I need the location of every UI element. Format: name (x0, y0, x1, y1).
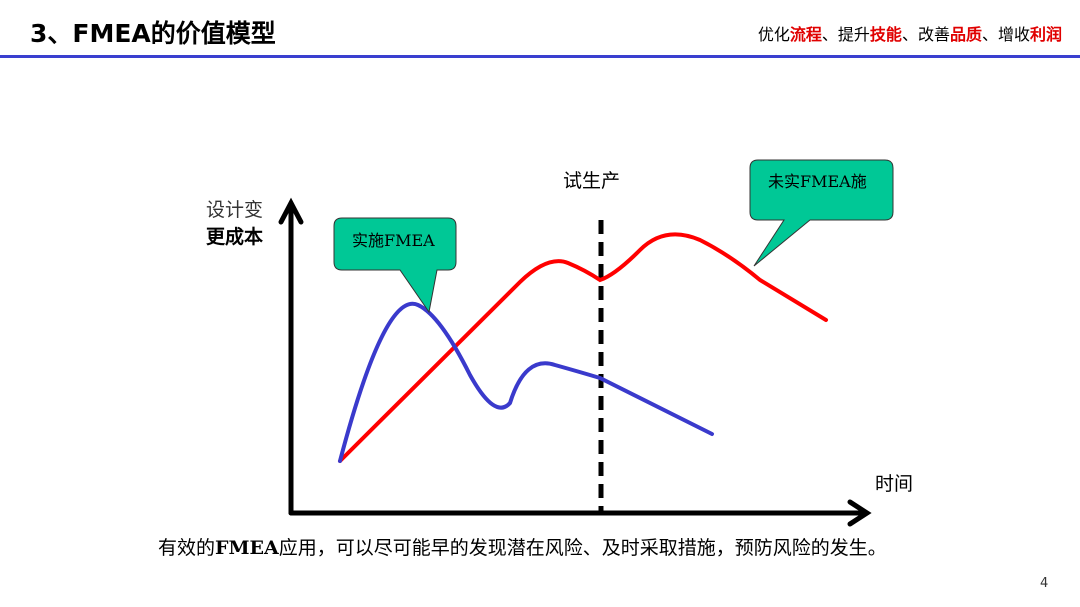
tagline-part: 、改善 (901, 25, 950, 44)
with-fmea-curve (338, 301, 714, 463)
header-divider (0, 55, 1080, 58)
y-axis-label-line2: 更成本 (206, 226, 264, 248)
callout-without-fmea-text: 未实FMEA施 (768, 172, 867, 191)
without-fmea-curve (338, 232, 828, 463)
tagline-highlight: 品质 (949, 25, 982, 44)
y-axis-label-line1: 设计变 (206, 199, 264, 221)
tagline: 优化流程、提升技能、改善品质、增收利润 (758, 21, 1062, 45)
tagline-part: 优化 (757, 25, 790, 44)
page-number: 4 (1040, 576, 1049, 591)
tagline-highlight: 流程 (789, 25, 822, 44)
caption-text: 应用，可以尽可能早的发现潜在风险、及时采取措施，预防风险的发生。 (278, 537, 887, 559)
caption-text: 有效的 (158, 537, 216, 559)
x-axis-label: 时间 (875, 473, 914, 495)
callout-without-fmea (749, 159, 894, 267)
page-title: 3、FMEA的价值模型 (30, 19, 276, 48)
tagline-part: 、提升 (821, 25, 870, 44)
tagline-highlight: 技能 (869, 25, 902, 44)
x-axis-arrow (847, 499, 872, 527)
callout-with-fmea-text: 实施FMEA (352, 231, 435, 250)
tagline-highlight: 利润 (1029, 25, 1062, 44)
caption-bold: FMEA (215, 537, 279, 559)
callout-with-fmea (333, 217, 457, 314)
y-axis-arrow (278, 197, 304, 225)
milestone-label: 试生产 (563, 170, 621, 192)
caption: 有效的FMEA应用，可以尽可能早的发现潜在风险、及时采取措施，预防风险的发生。 (158, 533, 887, 560)
tagline-part: 、增收 (981, 25, 1030, 44)
